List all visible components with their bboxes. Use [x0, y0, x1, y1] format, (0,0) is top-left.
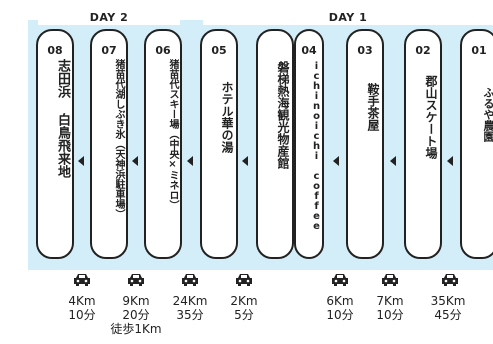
stop-name: ふるや農園: [482, 87, 493, 142]
stop-01: 01 ふるや農園: [460, 29, 493, 259]
leg-time: 20分: [122, 308, 150, 322]
stop-07: 07 猪苗代湖しぶき氷（天神浜駐車場）: [90, 29, 128, 259]
stop-02: 02 郡山スケート場: [404, 29, 442, 259]
stop-number: 08: [47, 44, 63, 57]
car-icon: [236, 274, 252, 286]
leg-distance: 4Km 10分: [62, 294, 102, 322]
stop-number: 07: [101, 44, 117, 57]
stop-name: ホテル華の湯: [220, 81, 234, 153]
car-icon: [182, 274, 198, 286]
car-icon: [382, 274, 398, 286]
arrow-left-icon: [447, 156, 453, 166]
day1-header: DAY 1: [203, 10, 493, 25]
leg-time: 45分: [434, 308, 462, 322]
leg-km: 6Km: [326, 294, 354, 308]
stop-number: 03: [357, 44, 373, 57]
stop-05: 05 ホテル華の湯: [200, 29, 238, 259]
leg-km: 2Km: [230, 294, 258, 308]
stop-name: 猪苗代湖しぶき氷（天神浜駐車場）: [113, 59, 124, 219]
car-icon: [442, 274, 458, 286]
leg-km: 7Km: [376, 294, 404, 308]
leg-distance: 24Km 35分: [168, 294, 212, 322]
leg-distance: 6Km 10分: [320, 294, 360, 322]
leg-time: 35分: [176, 308, 204, 322]
leg-distance: 35Km 45分: [426, 294, 470, 322]
leg-km: 24Km: [172, 294, 208, 308]
stop-number: 01: [471, 44, 487, 57]
stop-name: 猪苗代スキー場（中央×ミネロ）: [167, 59, 178, 210]
stop-04: 04 ichinoichi coffee: [294, 29, 324, 259]
stop-08: 08 志田浜 白鳥飛来地: [36, 29, 74, 259]
stop-number: 06: [155, 44, 171, 57]
stop-name: 鞍手茶屋: [366, 83, 380, 131]
leg-time: 10分: [376, 308, 404, 322]
stop-gift-shop: 磐梯熱海観光物産館: [256, 29, 294, 259]
car-icon: [332, 274, 348, 286]
car-icon: [74, 274, 90, 286]
leg-time: 10分: [68, 308, 96, 322]
leg-distance: 9Km 20分 徒歩1Km: [106, 294, 166, 336]
arrow-left-icon: [78, 156, 84, 166]
leg-time: 10分: [326, 308, 354, 322]
arrow-left-icon: [390, 156, 396, 166]
leg-km: 9Km: [122, 294, 150, 308]
stop-name: ichinoichi coffee: [311, 61, 322, 231]
arrow-left-icon: [333, 156, 339, 166]
stop-number: 04: [301, 44, 317, 57]
car-icon: [128, 274, 144, 286]
stop-number: 02: [415, 44, 431, 57]
leg-km: 35Km: [430, 294, 466, 308]
leg-distance: 2Km 5分: [224, 294, 264, 322]
arrow-left-icon: [242, 156, 248, 166]
arrow-left-icon: [187, 156, 193, 166]
arrow-left-icon: [132, 156, 138, 166]
stop-name: 郡山スケート場: [424, 75, 438, 159]
stop-name: 志田浜 白鳥飛来地: [55, 59, 70, 178]
stop-03: 03 鞍手茶屋: [346, 29, 384, 259]
day2-header: DAY 2: [38, 10, 180, 25]
leg-km: 4Km: [68, 294, 96, 308]
stop-name: 磐梯熱海観光物産館: [276, 61, 290, 169]
leg-time: 5分: [234, 308, 254, 322]
leg-note: 徒歩1Km: [110, 322, 162, 336]
leg-distance: 7Km 10分: [370, 294, 410, 322]
stop-06: 06 猪苗代スキー場（中央×ミネロ）: [144, 29, 182, 259]
stop-number: 05: [211, 44, 227, 57]
